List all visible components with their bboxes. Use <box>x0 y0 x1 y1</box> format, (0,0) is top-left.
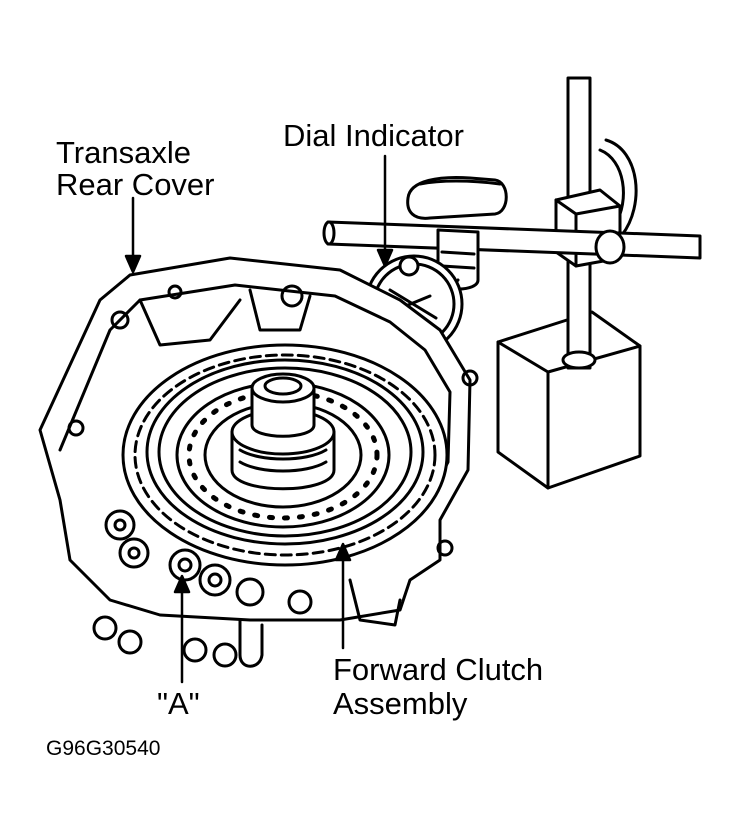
forward-clutch-label-line2: Assembly <box>333 686 468 721</box>
center-hub <box>230 372 336 491</box>
magnetic-base <box>496 310 642 490</box>
horizontal-arm <box>322 220 702 265</box>
figure-code: G96G30540 <box>46 737 161 760</box>
rear-cover-label-line2: Rear Cover <box>56 167 215 202</box>
leader-lines <box>124 154 394 684</box>
lower-bolts <box>92 589 313 668</box>
forward-clutch-label-line1: Forward Clutch <box>333 652 544 687</box>
dial-indicator-label: Dial Indicator <box>283 118 464 153</box>
rear-cover-label-line1: Transaxle <box>56 135 191 170</box>
point-a-label: "A" <box>157 686 200 721</box>
